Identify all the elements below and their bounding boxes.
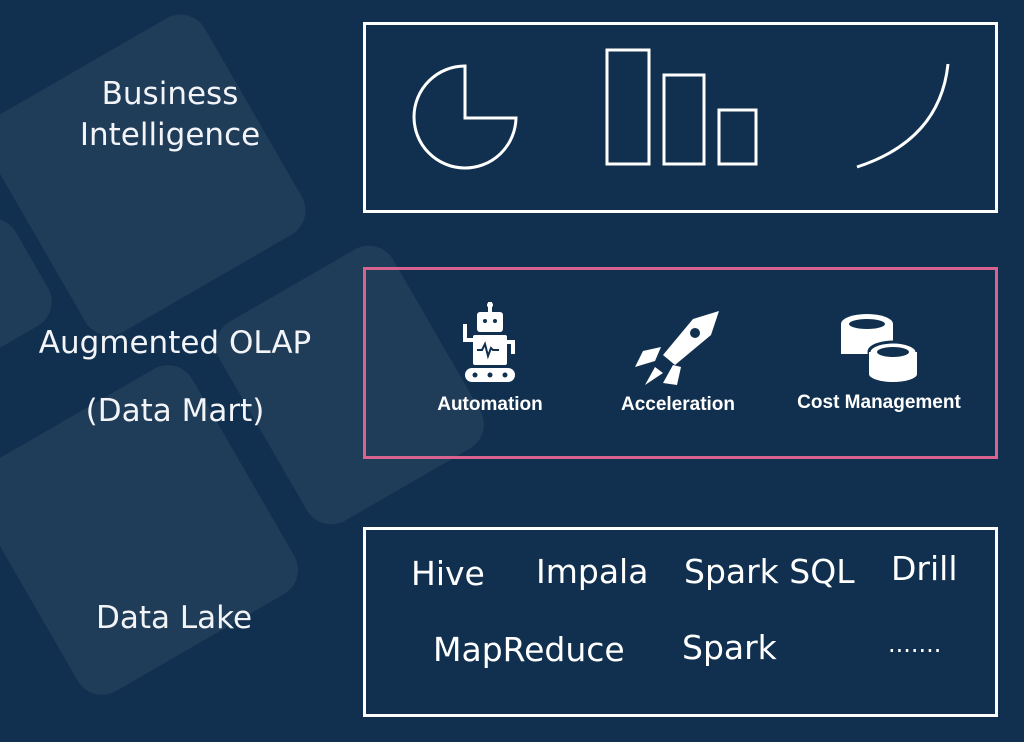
olap-label-line1: Augmented OLAP — [38, 325, 312, 361]
bi-label-line2: Intelligence — [79, 117, 261, 153]
pie-chart-icon — [412, 64, 518, 170]
bi-box — [363, 22, 998, 213]
olap-label-line2: (Data Mart) — [85, 393, 265, 429]
lake-item-impala: Impala — [536, 552, 649, 591]
lake-box — [363, 527, 998, 717]
lake-item-mapreduce: MapReduce — [433, 630, 625, 669]
curve-icon — [856, 63, 950, 169]
olap-label: Augmented OLAP (Data Mart) — [5, 309, 345, 445]
robot-icon — [463, 302, 515, 382]
lake-item-more: ....... — [888, 630, 942, 658]
bi-icons — [412, 48, 950, 170]
lake-item-spark-sql: Spark SQL — [684, 552, 855, 591]
rocket-icon — [635, 311, 719, 385]
bi-label-line1: Business — [101, 76, 239, 112]
bar-chart-icon — [605, 48, 758, 166]
feature-label: Cost Management — [797, 392, 961, 413]
lake-item-hive: Hive — [411, 554, 485, 593]
lake-item-drill: Drill — [891, 549, 958, 588]
coins-icon — [841, 314, 919, 382]
feature-label: Acceleration — [620, 394, 736, 415]
feature-cost-management: Cost Management — [779, 312, 979, 414]
olap-box — [363, 267, 998, 459]
feature-label: Automation — [437, 394, 543, 415]
bi-label: Business Intelligence — [0, 74, 340, 156]
lake-label: Data Lake — [95, 600, 253, 636]
lake-item-spark: Spark — [682, 628, 777, 667]
feature-acceleration: Acceleration — [578, 307, 778, 416]
feature-automation: Automation — [390, 302, 590, 416]
